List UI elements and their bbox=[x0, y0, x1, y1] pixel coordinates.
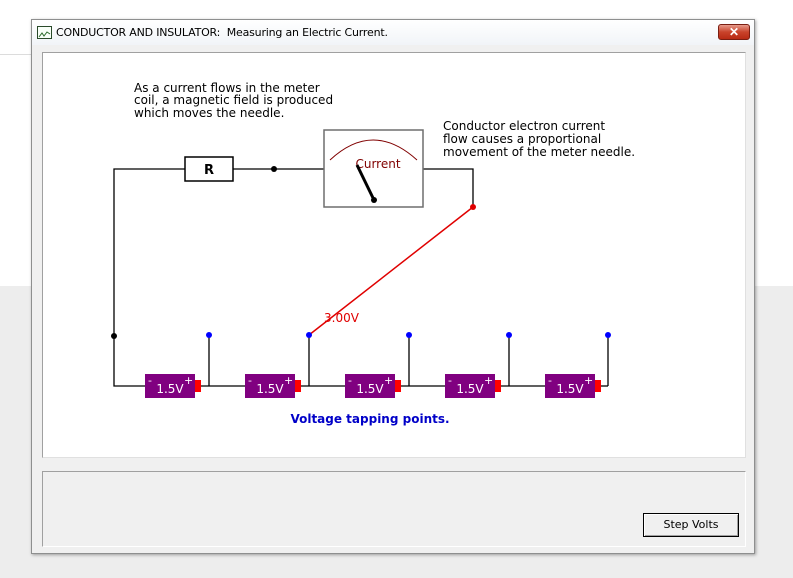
battery-plus: + bbox=[184, 374, 193, 387]
background-divider bbox=[0, 54, 34, 55]
tap-point-1[interactable] bbox=[206, 332, 212, 338]
probe-lead bbox=[308, 206, 474, 336]
battery-1: - + 1.5V bbox=[145, 374, 201, 398]
app-icon bbox=[37, 26, 52, 39]
battery-plus: + bbox=[484, 374, 493, 387]
circuit-wires bbox=[113, 168, 609, 387]
note-left-line-2: coil, a magnetic field is produced bbox=[134, 93, 333, 107]
control-panel bbox=[42, 471, 746, 547]
note-right-line-1: Conductor electron current bbox=[443, 119, 605, 133]
title-bar[interactable]: CONDUCTOR AND INSULATOR: Measuring an El… bbox=[32, 20, 754, 45]
battery-minus: - bbox=[448, 374, 452, 387]
battery-voltage: 1.5V bbox=[356, 382, 384, 396]
battery-minus: - bbox=[348, 374, 352, 387]
note-left-line-1: As a current flows in the meter bbox=[134, 81, 320, 95]
tapping-caption: Voltage tapping points. bbox=[290, 412, 449, 426]
battery-voltage: 1.5V bbox=[456, 382, 484, 396]
needle-pivot bbox=[371, 197, 377, 203]
battery-5: - + 1.5V bbox=[545, 374, 601, 398]
note-right-line-2: flow causes a proportional bbox=[443, 132, 601, 146]
note-right-line-3: movement of the meter needle. bbox=[443, 145, 635, 159]
battery-voltage: 1.5V bbox=[556, 382, 584, 396]
junction-dot bbox=[271, 166, 277, 172]
meter-needle bbox=[355, 164, 376, 201]
battery-plus: + bbox=[284, 374, 293, 387]
resistor-label: R bbox=[204, 163, 214, 178]
tap-point-4[interactable] bbox=[506, 332, 512, 338]
junction-dot bbox=[111, 333, 117, 339]
meter-label: Current bbox=[355, 157, 400, 171]
current-meter: Current bbox=[323, 129, 424, 208]
probe-voltage: 3.00V bbox=[324, 311, 360, 325]
probe-tip bbox=[470, 204, 476, 210]
battery-voltage: 1.5V bbox=[256, 382, 284, 396]
tap-point-2[interactable] bbox=[306, 332, 312, 338]
tap-point-5[interactable] bbox=[605, 332, 611, 338]
battery-4: - + 1.5V bbox=[445, 374, 501, 398]
battery-minus: - bbox=[248, 374, 252, 387]
window-title: CONDUCTOR AND INSULATOR: Measuring an El… bbox=[56, 26, 388, 39]
note-left-line-3: which moves the needle. bbox=[134, 106, 284, 120]
close-icon: ✕ bbox=[728, 25, 740, 39]
step-volts-button[interactable]: Step Volts bbox=[643, 513, 739, 537]
battery-minus: - bbox=[548, 374, 552, 387]
close-button[interactable]: ✕ bbox=[718, 24, 750, 40]
tap-point-3[interactable] bbox=[406, 332, 412, 338]
battery-voltage: 1.5V bbox=[156, 382, 184, 396]
battery-minus: - bbox=[148, 374, 152, 387]
battery-3: - + 1.5V bbox=[345, 374, 401, 398]
battery-plus: + bbox=[384, 374, 393, 387]
battery-plus: + bbox=[584, 374, 593, 387]
resistor: R bbox=[184, 156, 234, 182]
battery-2: - + 1.5V bbox=[245, 374, 301, 398]
